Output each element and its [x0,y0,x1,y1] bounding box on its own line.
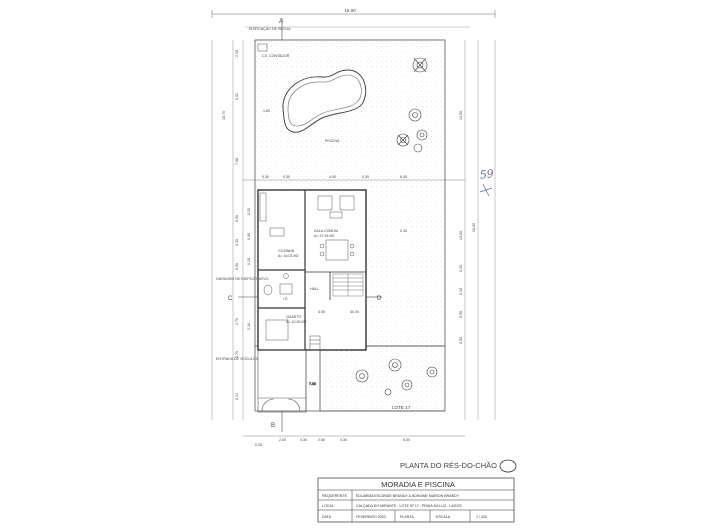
svg-text:59: 59 [479,167,495,182]
bedroom-label: QUARTO [286,315,301,319]
svg-text:0.24: 0.24 [235,393,239,400]
svg-text:1.70: 1.70 [235,351,239,358]
svg-text:PLANTA DO RÉS-DO-CHÃO: PLANTA DO RÉS-DO-CHÃO [400,461,497,470]
trees-garden-top [396,57,428,153]
svg-text:13.50: 13.50 [459,111,463,120]
svg-text:0.15: 0.15 [235,239,239,246]
svg-text:10.00: 10.00 [472,223,476,232]
top-dimension: 16.00 EDIFICAÇÃO DE RECUA [211,8,496,31]
svg-text:0.30: 0.30 [300,438,307,442]
hall-label: HALL [310,287,319,291]
svg-text:B: B [271,423,275,429]
interior-dim-1: 4.05 [318,310,325,314]
svg-text:A: A [279,19,283,25]
svg-text:0.15: 0.15 [459,288,463,295]
pool-label: PISCINA [325,139,340,143]
svg-text:C: C [228,296,233,302]
kitchen-area: A= 16.03 M2 [278,254,298,258]
svg-text:CX. CONTADOR: CX. CONTADOR [262,54,290,58]
svg-text:6.01: 6.01 [235,93,239,100]
svg-text:1.80: 1.80 [263,109,270,113]
svg-text:0.60: 0.60 [235,263,239,270]
svg-text:0.65: 0.65 [459,311,463,318]
side-notes: GARAGEM DE EDIFÍCIO NOVO ENTRADA DE VEÍC… [216,277,269,361]
meter-box: CX. CONTADOR [257,43,290,58]
svg-text:2.70: 2.70 [235,318,239,325]
stair [332,273,364,297]
svg-text:FEVEREIRO 2003: FEVEREIRO 2003 [356,515,386,519]
svg-text:10.70: 10.70 [222,111,226,120]
living-furniture [317,195,355,261]
house: COZINHA A= 16.03 M2 SALA COMUM A= 37.55 … [257,189,367,351]
section-mark-a: A [279,18,283,40]
svg-text:PLANTA: PLANTA [400,515,414,519]
left-inner-dimension-labels: 1.80 0.15 0.90 0.15 2.10 [247,109,270,330]
project-title: MORADIA E PISCINA [381,480,455,489]
pool: PISCINA [282,69,367,143]
interior-dim-3: 7.00 [309,382,316,386]
bedroom-area: A= 10.55 M2 [286,320,306,324]
trees-garden-bottom [355,358,438,396]
svg-text:0.30: 0.30 [262,175,269,179]
section-mark-d: D [366,296,382,302]
overall-width-label: 16.00 [344,8,356,13]
svg-text:EDUARDA ESCANDE BRANDY & ADRIA: EDUARDA ESCANDE BRANDY & ADRIANE MARION … [356,494,460,498]
svg-text:0.30: 0.30 [400,229,407,233]
svg-text:0.30: 0.30 [340,438,347,442]
svg-text:0.50: 0.50 [459,337,463,344]
section-mark-c: C [228,296,258,302]
lot-label: LOTE 17 [392,405,411,410]
svg-text:CALÇADA DO MIRANTE - LOTE Nº 1: CALÇADA DO MIRANTE - LOTE Nº 17 - PRAIA … [356,504,462,508]
svg-text:0.60: 0.60 [235,215,239,222]
svg-text:0.30: 0.30 [362,175,369,179]
svg-text:2.00: 2.00 [279,438,286,442]
kitchen-label: COZINHA [278,249,295,253]
svg-text:13.00: 13.00 [459,231,463,240]
svg-text:2.60: 2.60 [318,438,325,442]
right-dimension-labels: 13.50 13.00 0.15 0.15 0.65 0.50 10.00 0.… [400,111,476,344]
svg-text:2.39: 2.39 [235,50,239,57]
svg-text:0.15: 0.15 [247,258,251,265]
svg-text:6.00: 6.00 [400,175,407,179]
left-dimension-lines [211,40,244,420]
svg-text:0.15: 0.15 [459,265,463,272]
wc-label: I.S. [283,297,288,301]
section-mark-b: B [271,411,283,432]
wc-fixtures [263,273,293,296]
title-block: MORADIA E PISCINA REQUERENTE EDUARDA ESC… [317,477,515,523]
svg-text:LOCAL: LOCAL [322,504,334,508]
garage-entry: 7.00 [257,349,316,413]
mid-dimension-row: 0.30 0.30 4.00 0.30 6.00 [243,175,465,181]
left-dimension-labels: 2.39 6.01 10.70 7.68 0.60 0.15 0.60 2.70… [222,50,239,400]
svg-text:D: D [377,296,382,302]
svg-text:6.00: 6.00 [403,438,410,442]
right-dimension-lines [464,40,496,420]
bottom-dimension-row: 0.30 2.00 0.30 2.60 0.30 6.00 [243,435,465,447]
svg-text:REQUERENTE: REQUERENTE [322,494,348,498]
svg-text:2.10: 2.10 [247,323,251,330]
bed [265,319,289,341]
handwritten-note: 59 [479,167,495,197]
interior-dim-2: 40.00 [350,310,359,314]
svg-text:7.68: 7.68 [235,158,239,165]
svg-text:0.30: 0.30 [255,443,262,447]
svg-text:0.15: 0.15 [247,208,251,215]
svg-text:0.30: 0.30 [283,175,290,179]
frontage-note: EDIFICAÇÃO DE RECUA [249,26,291,31]
svg-text:DATA: DATA [322,515,332,519]
svg-text:1 / 100: 1 / 100 [476,515,487,519]
svg-text:GARAGEM DE EDIFÍCIO NOVO: GARAGEM DE EDIFÍCIO NOVO [216,277,269,281]
svg-text:ENTRADA DE VEÍCULOS: ENTRADA DE VEÍCULOS [216,357,259,361]
living-label: SALA COMUM [314,229,338,233]
svg-text:ESCALA: ESCALA [436,515,451,519]
svg-text:0.90: 0.90 [247,233,251,240]
entry-steps [309,335,321,351]
living-area: A= 37.55 M2 [314,234,334,238]
svg-text:4.00: 4.00 [329,175,336,179]
drawing-title: PLANTA DO RÉS-DO-CHÃO [400,459,517,473]
